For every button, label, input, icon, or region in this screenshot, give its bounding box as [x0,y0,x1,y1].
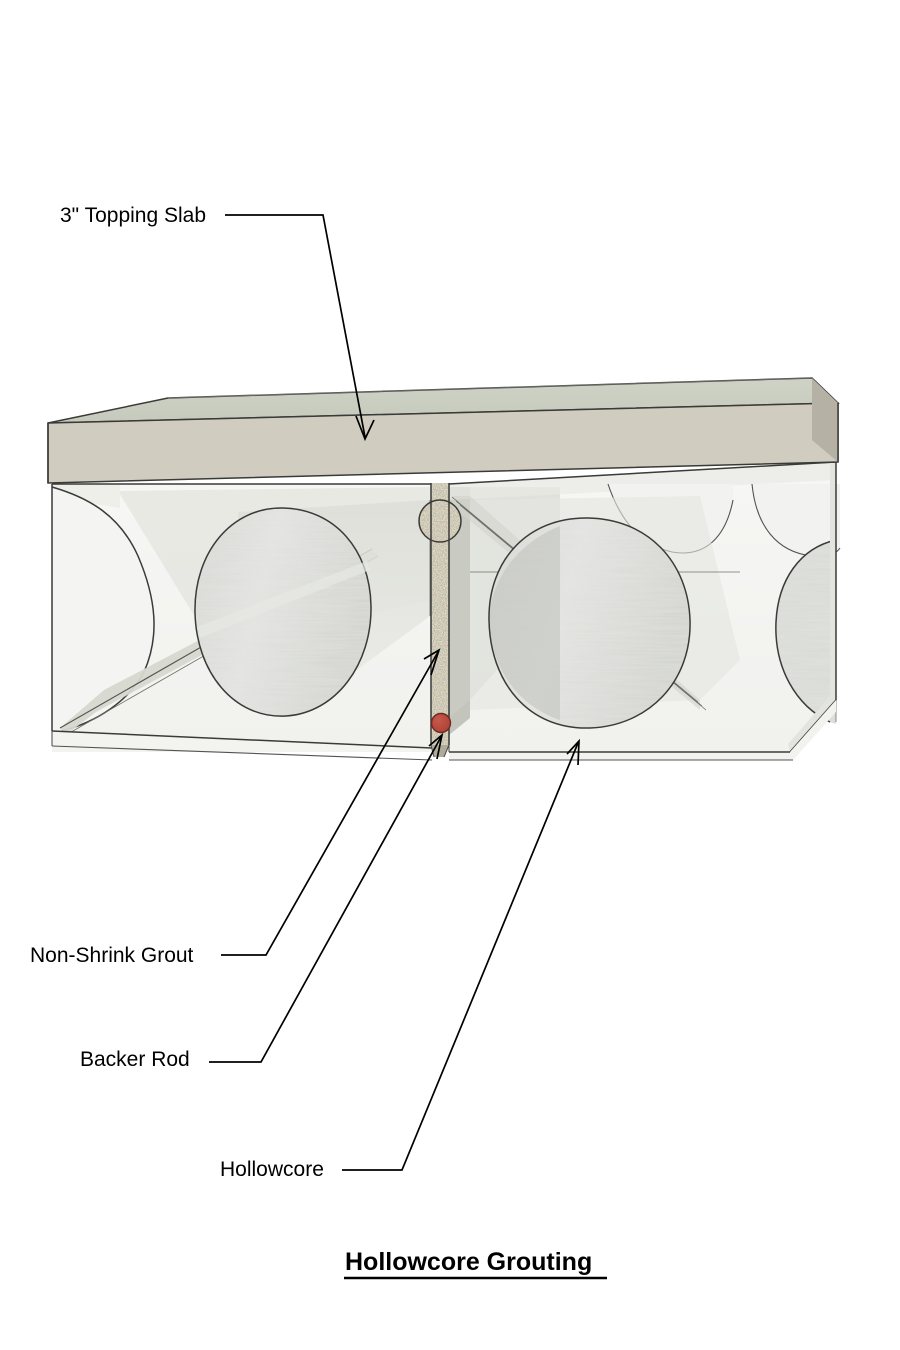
plank-left [51,483,433,761]
arrowhead-non-shrink-grout [423,648,441,676]
backer-rod [431,713,451,733]
void-right-cut [775,539,837,724]
void-2 [488,517,691,729]
annotation-layer: 3" Topping Slab Non-Shrink Grout Backer … [30,204,580,1181]
grout-joint-stem-texture [431,483,449,745]
void-1-texture [194,507,372,717]
label-non-shrink-grout: Non-Shrink Grout [30,944,194,967]
topping-slab-top-face [48,378,838,423]
void-2-outline [488,517,691,729]
label-topping-slab: 3" Topping Slab [60,204,206,227]
plank-right-top-edge [448,461,837,485]
arrowhead-topping-slab [355,415,375,442]
void-2-left-shadow [489,526,560,720]
void-1-outline [194,507,372,717]
void-upper-lobe-2 [752,484,840,557]
grout-keyway-bulb-outline [418,499,462,543]
topping-slab-top-seam [167,377,813,399]
void-right-cut-outline [775,539,837,723]
grout-keyway-bulb-texture [419,500,461,542]
label-backer-rod: Backer Rod [80,1048,190,1071]
void-right-cut-texture [775,540,836,724]
plank-left-top-notch [52,484,120,508]
backer-rod-outline [430,712,452,734]
void-left-cut-face [52,487,155,731]
void-1-band-highlight [197,561,370,638]
label-hollowcore: Hollowcore [220,1158,324,1181]
arrowhead-backer-rod [428,732,444,760]
plank-right-end-face [788,462,836,752]
leader-backer-rod [209,736,442,1063]
callout-topping-slab[interactable]: 3" Topping Slab [60,204,375,442]
plank-right [448,461,841,761]
leader-hollowcore [342,742,579,1171]
plank-left-bottom-edge [51,730,433,749]
plank-right-top-band [449,462,836,500]
plank-left-bottom-edge-2 [51,745,433,761]
plank-left-soffit [52,731,432,752]
title-block: Hollowcore Grouting [344,1248,607,1280]
leader-non-shrink-grout [221,651,439,956]
leader-topping-slab [225,214,366,438]
topping-slab-end-face [812,378,838,462]
plank-right-soffit [449,700,836,760]
callout-non-shrink-grout[interactable]: Non-Shrink Grout [30,648,441,967]
arrowhead-hollowcore [566,738,580,766]
void-left-cut [51,486,155,732]
callout-hollowcore[interactable]: Hollowcore [220,738,580,1181]
page-title: Hollowcore Grouting [345,1248,592,1276]
void-left-cut-outline [51,486,155,732]
callout-backer-rod[interactable]: Backer Rod [80,732,444,1071]
void-1 [194,507,372,717]
hollowcore-plank-assembly [47,377,841,761]
